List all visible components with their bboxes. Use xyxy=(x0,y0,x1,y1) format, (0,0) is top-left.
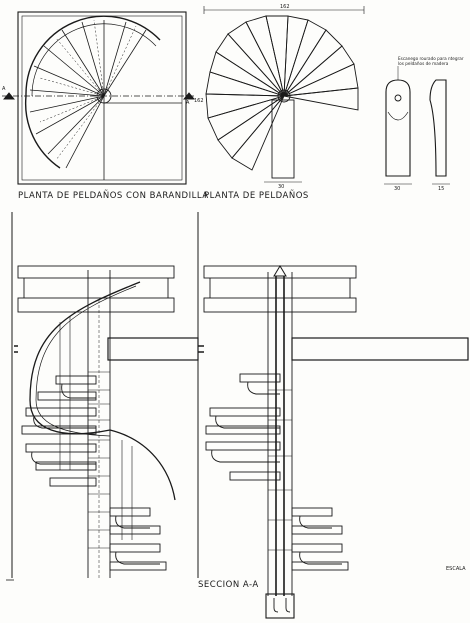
section-marker-right: A xyxy=(186,100,190,106)
section-right xyxy=(197,212,469,619)
section-left xyxy=(6,212,199,581)
caption-section: SECCION A-A xyxy=(198,580,259,590)
scale-note: ESCALA xyxy=(446,566,466,572)
detail-note: Escanego rourado para ntegrar los peldañ… xyxy=(398,56,464,66)
dim-core-plan: 30 xyxy=(278,184,285,190)
section-marker-left: A xyxy=(2,86,6,92)
plan-steps xyxy=(203,6,365,183)
tread-detail xyxy=(384,66,450,185)
plan-with-handrail xyxy=(2,11,195,185)
dim-width-top: 162 xyxy=(280,4,290,10)
caption-plan-with-handrail: PLANTA DE PELDAÑOS CON BARANDILLA xyxy=(18,191,209,201)
dim-detail-thickness: 15 xyxy=(438,186,445,192)
dim-width-right: 162 xyxy=(194,98,204,104)
caption-plan-steps: PLANTA DE PELDAÑOS xyxy=(204,191,309,201)
dim-detail-width: 30 xyxy=(394,186,401,192)
